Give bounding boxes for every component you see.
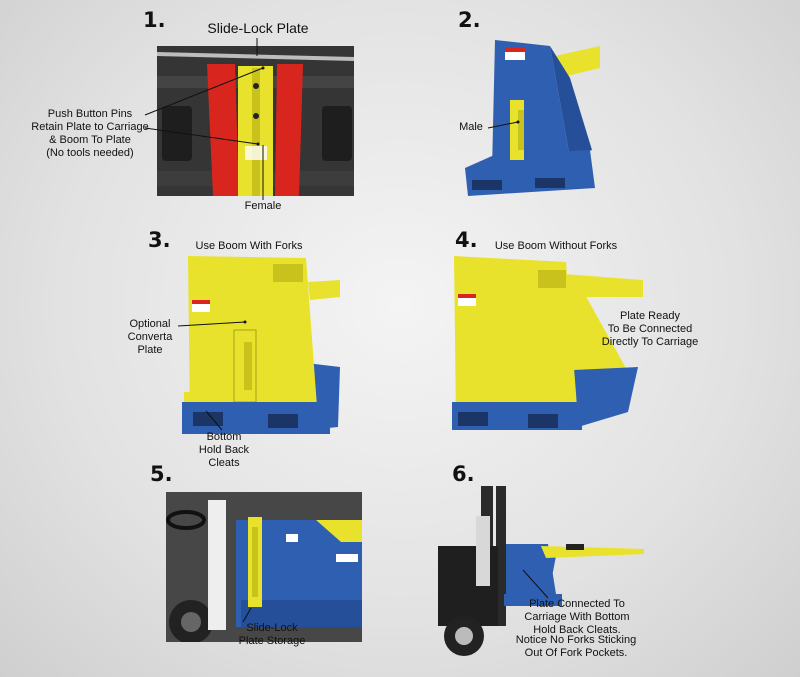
label-slide-lock-plate-storage: Slide-Lock Plate Storage — [238, 622, 306, 647]
panel-2-number: 2. — [458, 8, 481, 32]
panel-2-photo — [460, 38, 600, 198]
panel-1-photo — [157, 46, 354, 196]
panel-3-photo — [178, 252, 340, 444]
label-bottom-hold-back-cleats: Bottom Hold Back Cleats — [198, 431, 250, 469]
panel-3-number: 3. — [148, 228, 171, 252]
panel-5-photo — [166, 492, 362, 642]
panel-5-number: 5. — [150, 462, 173, 486]
label-plate-ready: Plate Ready To Be Connected Directly To … — [601, 310, 699, 348]
label-optional-converta-plate: Optional Converta Plate — [127, 318, 173, 356]
label-push-button-pins: Push Button Pins Retain Plate to Carriag… — [31, 108, 149, 159]
label-slide-lock-plate: Slide-Lock Plate — [207, 20, 309, 36]
panel-6-number: 6. — [452, 462, 475, 486]
panel-1-number: 1. — [143, 8, 166, 32]
panel-4-photo — [448, 252, 648, 444]
panel-4-number: 4. — [455, 228, 478, 252]
label-male: Male — [459, 121, 483, 133]
label-female: Female — [244, 200, 282, 212]
label-use-boom-with-forks: Use Boom With Forks — [195, 240, 303, 252]
label-plate-connected: Plate Connected To Carriage With Bottom … — [524, 598, 630, 636]
label-notice-no-forks: Notice No Forks Sticking Out Of Fork Poc… — [515, 634, 637, 659]
label-use-boom-without-forks: Use Boom Without Forks — [494, 240, 618, 252]
